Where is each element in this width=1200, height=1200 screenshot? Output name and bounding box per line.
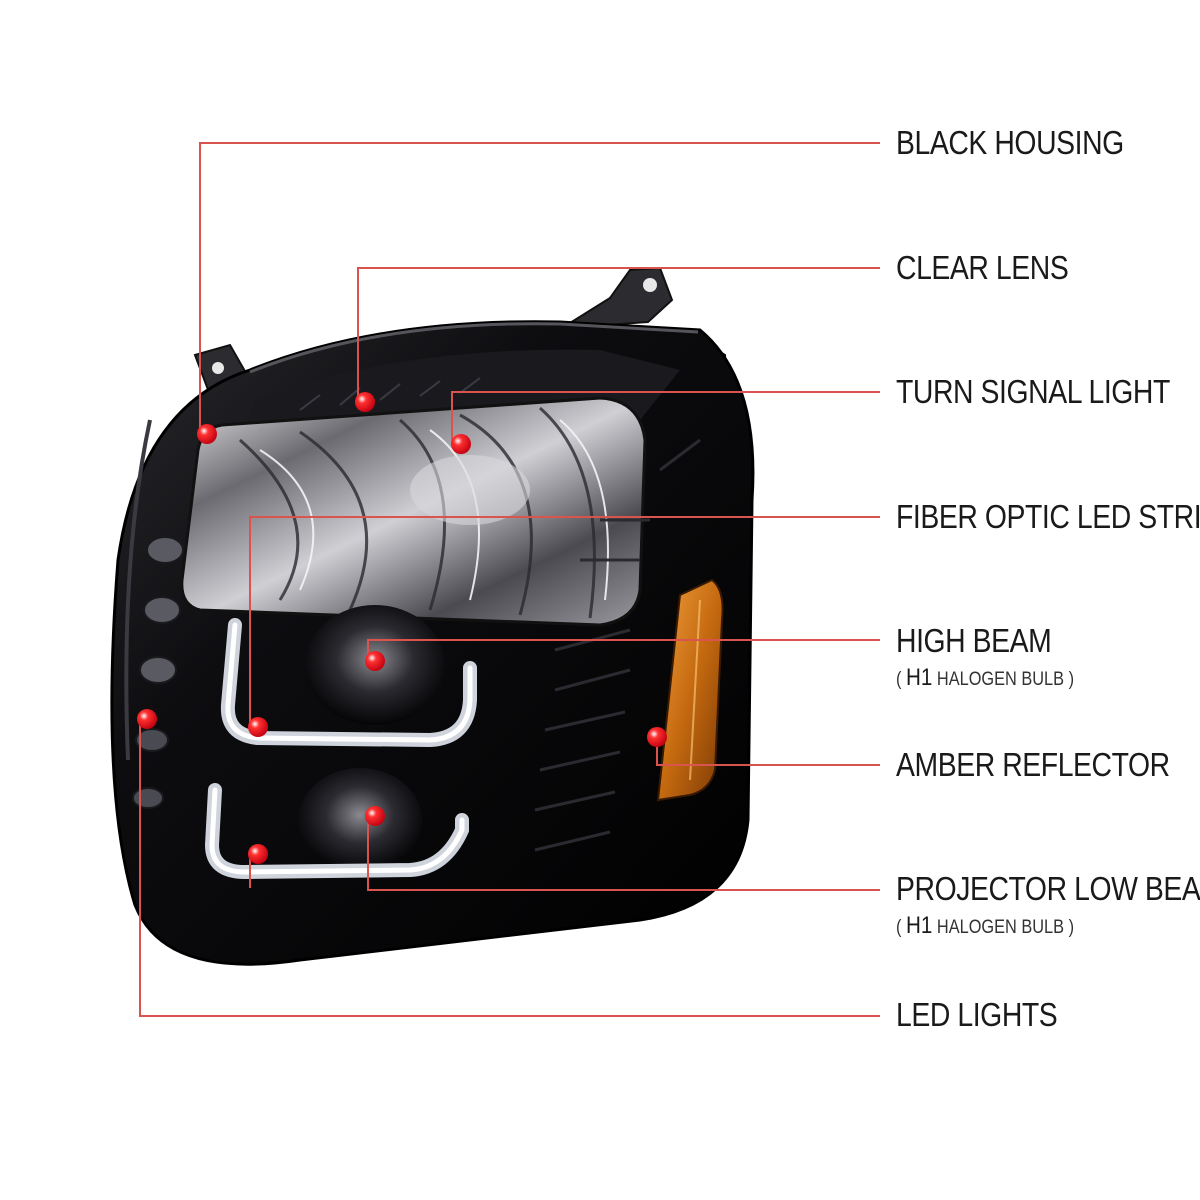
dot-high-beam — [365, 651, 385, 671]
callout-dots — [137, 392, 667, 864]
label-projector-low-beam: PROJECTOR LOW BEAM ( H1 HALOGEN BULB ) — [896, 870, 1200, 940]
label-led-lights: LED LIGHTS — [896, 996, 1058, 1033]
dot-turn-signal — [451, 434, 471, 454]
dot-fiber-optic-1 — [248, 717, 268, 737]
led-lights-column — [132, 536, 184, 809]
low-beam-projector — [298, 768, 422, 872]
label-turn-signal-light: TURN SIGNAL LIGHT — [896, 373, 1170, 410]
dot-fiber-optic-2 — [248, 844, 268, 864]
dot-black-housing — [197, 424, 217, 444]
label-clear-lens: CLEAR LENS — [896, 249, 1069, 286]
label-high-beam: HIGH BEAM ( H1 HALOGEN BULB ) — [896, 622, 1075, 691]
label-fiber-optic-led-strip: FIBER OPTIC LED STRIP — [896, 498, 1200, 535]
dot-clear-lens — [355, 392, 375, 412]
label-black-housing: BLACK HOUSING — [896, 124, 1124, 161]
label-amber-reflector: AMBER REFLECTOR — [896, 746, 1170, 783]
dot-led-lights — [137, 709, 157, 729]
high-beam-bulb-note: ( H1 HALOGEN BULB ) — [896, 664, 1075, 691]
dot-amber-reflector — [647, 727, 667, 747]
dot-low-beam — [365, 806, 385, 826]
amber-reflector-lens — [656, 578, 724, 802]
fiber-optic-strips — [204, 618, 477, 880]
low-beam-bulb-note: ( H1 HALOGEN BULB ) — [896, 912, 1075, 939]
